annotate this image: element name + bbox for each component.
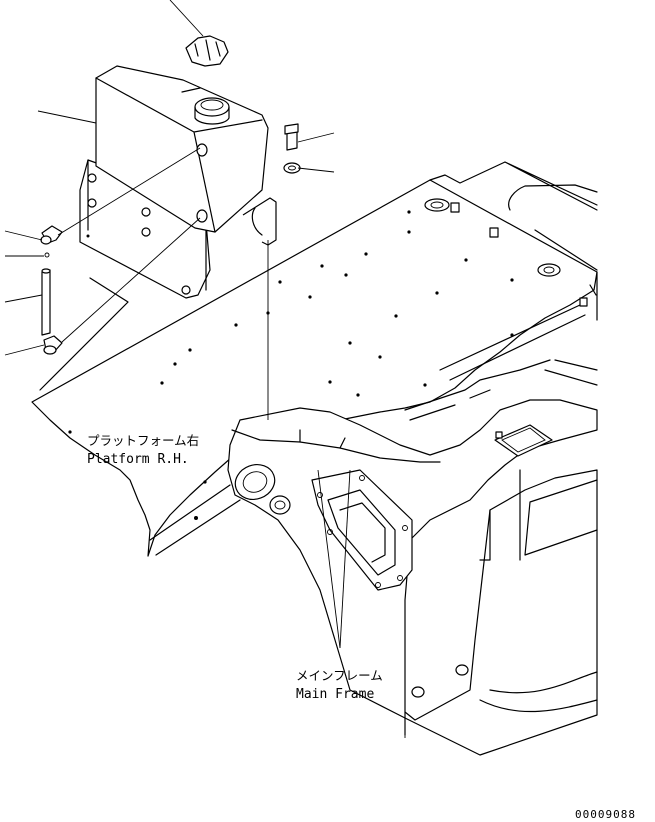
platform-bolts <box>424 198 588 307</box>
drawing-number: 00009088 <box>575 808 636 821</box>
frame-flange-port <box>311 469 413 591</box>
hose-fittings <box>40 225 63 355</box>
main-frame <box>227 359 598 756</box>
frame-label-jp: メインフレーム <box>296 668 383 683</box>
tank-assembly <box>79 35 277 299</box>
platform-holes <box>68 210 514 520</box>
platform-label: プラットフォーム右 Platform R.H. <box>87 433 199 467</box>
platform-plate <box>31 161 598 557</box>
frame-label: メインフレーム Main Frame <box>296 668 383 702</box>
frame-name-plate <box>494 424 553 457</box>
platform-label-en: Platform R.H. <box>87 452 189 467</box>
tank-filler-neck <box>181 87 230 125</box>
platform-label-jp: プラットフォーム右 <box>87 433 199 448</box>
tank-cap <box>185 35 229 67</box>
leader-lines <box>4 0 406 738</box>
bolt-and-washer <box>283 123 301 174</box>
frame-pin-boss <box>234 464 291 515</box>
frame-label-en: Main Frame <box>296 687 374 702</box>
